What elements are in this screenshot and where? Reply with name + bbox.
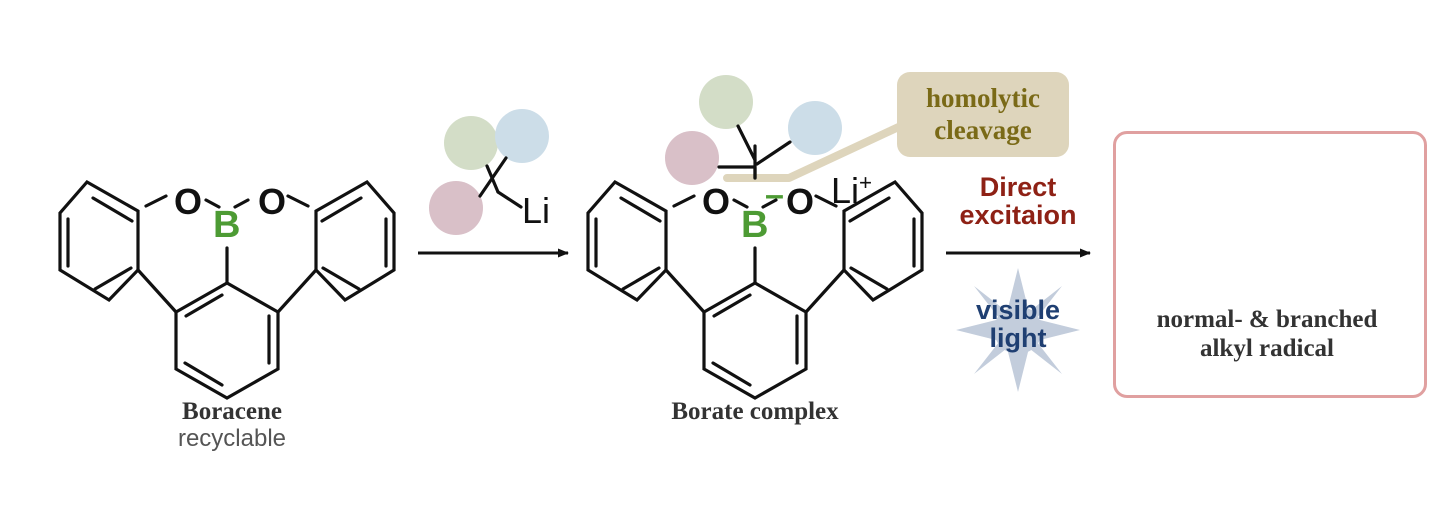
- borate-oxygen-left: O: [702, 181, 731, 222]
- callout-line-2: cleavage: [934, 114, 1032, 145]
- visible-light-line-1: visible: [975, 295, 1061, 325]
- biaryl-bond-left: [136, 268, 178, 314]
- boracene-caption-subtitle: recyclable: [177, 425, 287, 452]
- biaryl-bond-right: [276, 268, 318, 314]
- borate-complex-caption-title: Borate complex: [671, 398, 839, 425]
- sphere-green: [444, 116, 498, 170]
- callout-line-1: homolytic: [926, 82, 1040, 113]
- boracene-structure: [58, 179, 396, 400]
- sphere-blue: [495, 109, 549, 163]
- product-caption-line-2: alkyl radical: [1199, 335, 1335, 362]
- homolytic-cleavage-callout: homolytic cleavage: [897, 72, 1069, 157]
- sphere-green: [699, 75, 753, 129]
- boracene-oxygen-right: O: [258, 181, 287, 222]
- borate-lithium-counterion: Li+: [831, 170, 873, 211]
- bond-c-o-left: [144, 194, 168, 208]
- starburst-icon: [956, 268, 1080, 392]
- sphere-pink: [665, 131, 719, 185]
- product-box: [1113, 131, 1427, 398]
- borate-negative-charge: –: [765, 176, 784, 214]
- boracene-boron: B: [213, 204, 241, 246]
- boracene-caption-title: Boracene: [182, 398, 282, 425]
- sphere-blue: [788, 101, 842, 155]
- visible-light-line-2: light: [989, 323, 1047, 354]
- bond-c-o-right: [286, 194, 310, 208]
- sphere-pink: [429, 181, 483, 235]
- direct-excitation-line-2: excitaion: [959, 200, 1077, 231]
- direct-excitation-line-1: Direct: [979, 172, 1057, 202]
- visible-light-label: visible light: [953, 296, 1083, 353]
- product-caption: normal- & branched alkyl radical: [1113, 305, 1421, 363]
- borate-boron: B: [741, 204, 769, 246]
- borate-oxygen-right: O: [786, 181, 815, 222]
- reagent-lithium-label: Li: [522, 190, 551, 231]
- borate-complex-structure: [586, 144, 924, 400]
- borate-complex-caption: Borate complex: [640, 398, 870, 426]
- product-caption-line-1: normal- & branched: [1156, 306, 1378, 333]
- bond-o-b-right: [233, 198, 250, 209]
- callout-connector: [723, 120, 909, 182]
- boracene-caption: Boracene recyclable: [117, 398, 347, 453]
- direct-excitation-label: Direct excitaion: [953, 173, 1083, 230]
- borate-alkyl-group: [665, 75, 842, 185]
- boracene-oxygen-left: O: [174, 181, 203, 222]
- alkyllithium-graphic: [429, 109, 549, 235]
- bond-o-b-left: [204, 198, 221, 209]
